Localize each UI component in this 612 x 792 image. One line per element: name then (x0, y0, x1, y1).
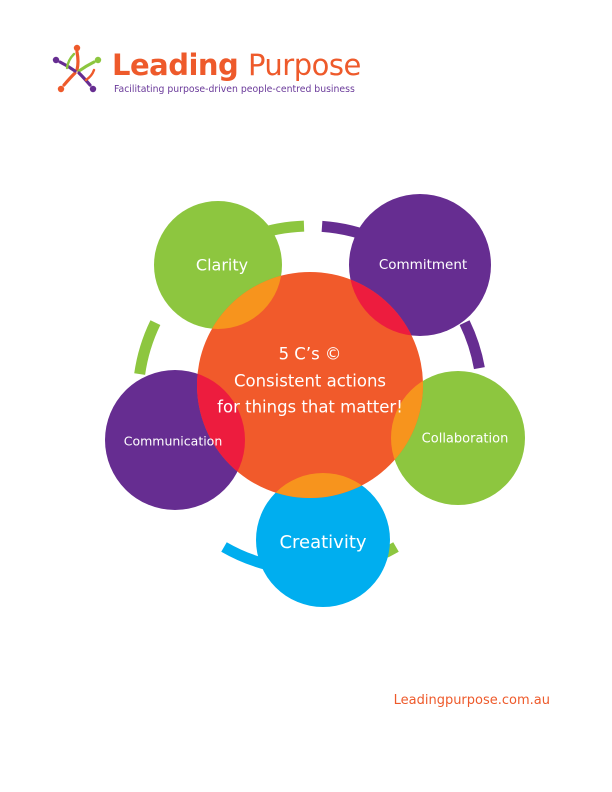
logo: Leading Purpose Facilitating purpose-dri… (46, 40, 376, 110)
brand-name: Leading Purpose (112, 48, 361, 82)
center-line-3: for things that matter! (217, 398, 403, 417)
center-line-2: Consistent actions (234, 372, 386, 391)
center-line-1: 5 C’s © (279, 345, 342, 364)
connector-arc-8 (134, 320, 161, 375)
commitment-overlap (349, 272, 423, 336)
tagline: Facilitating purpose-driven people-centr… (114, 84, 355, 95)
center-circle (197, 272, 423, 498)
node-labels: Clarity CommitmentCollaborationCreativity… (124, 256, 509, 554)
website-link[interactable]: Leadingpurpose.com.au (393, 693, 550, 708)
creativity-circle (256, 473, 390, 607)
creativity-label: Creativity (279, 532, 366, 553)
connector-arc-3 (459, 320, 485, 370)
communication-label: Communication (124, 434, 223, 449)
center-text: 5 C’s © Consistent actions for things that… (217, 345, 403, 417)
commitment-label: Commitment (379, 257, 467, 273)
collaboration-label: Collaboration (422, 432, 509, 447)
people-circle-logo-icon (52, 44, 102, 93)
clarity-label: Clarity (196, 256, 248, 275)
clarity-overlap (197, 272, 282, 329)
collaboration-circle (391, 371, 525, 505)
